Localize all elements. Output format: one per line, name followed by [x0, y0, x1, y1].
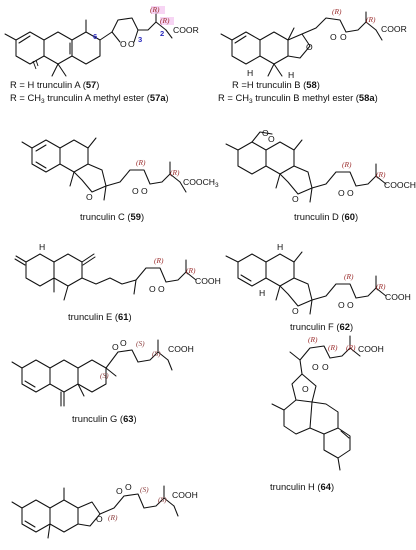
- structure-trunculin-b: [220, 11, 383, 77]
- hydrogen-atom: H: [247, 68, 253, 78]
- stereo-descriptor: (R): [150, 5, 160, 14]
- ester-group-label: COOCH3: [384, 180, 416, 192]
- structure-trunculin-e: [14, 253, 197, 301]
- caption-trunculin-e: trunculin E (61): [68, 311, 132, 322]
- carbon-number-2: 2: [160, 29, 164, 38]
- oxygen-atom: O: [125, 482, 132, 492]
- acid-group-label: COOH: [358, 344, 384, 354]
- hydrogen-atom: H: [39, 242, 45, 252]
- structure-trunculin-a: [4, 6, 174, 77]
- caption-trunculin-d: trunculin D (60): [294, 211, 358, 222]
- oxygen-atom: O: [312, 362, 319, 372]
- oxygen-atom: O: [322, 362, 329, 372]
- stereo-descriptor: (R): [108, 513, 118, 522]
- stereo-descriptor: (R): [154, 256, 164, 265]
- structure-unlabeled-bottom: [11, 485, 179, 539]
- oxygen-atom: O: [120, 338, 127, 348]
- stereo-descriptor: (R): [328, 343, 338, 352]
- oxygen-atom: O: [347, 188, 354, 198]
- oxygen-atom: O: [96, 514, 103, 524]
- caption-trunculin-c: trunculin C (59): [80, 211, 144, 222]
- stereo-descriptor: (S): [158, 495, 167, 504]
- ester-group-label: COOR: [381, 24, 407, 34]
- oxygen-atom: O: [330, 32, 337, 42]
- carbon-number-3: 3: [138, 35, 142, 44]
- stereo-descriptor: (R): [344, 272, 354, 281]
- stereo-descriptor: (R): [332, 7, 342, 16]
- oxygen-atom: O: [149, 284, 156, 294]
- stereo-descriptor: (R): [342, 160, 352, 169]
- oxygen-atom: O: [116, 486, 123, 496]
- acid-group-label: COOH: [172, 490, 198, 500]
- stereo-descriptor: (S): [152, 349, 161, 358]
- structure-trunculin-d: [225, 131, 387, 203]
- oxygen-atom: O: [132, 186, 139, 196]
- structure-trunculin-c: [21, 137, 187, 201]
- stereo-descriptor: (R): [376, 282, 386, 291]
- hydrogen-atom: H: [288, 70, 294, 80]
- oxygen-atom: O: [268, 134, 275, 144]
- caption-trunculin-b-ester: R = CH3 trunculin B methyl ester (58a): [218, 92, 378, 105]
- oxygen-atom: O: [338, 188, 345, 198]
- stereo-descriptor: (R): [376, 170, 386, 179]
- oxygen-atom: O: [86, 192, 93, 202]
- structure-trunculin-f: [225, 251, 387, 315]
- oxygen-atom: O: [302, 384, 309, 394]
- oxygen-atom: O: [120, 39, 127, 49]
- oxygen-atom: O: [141, 186, 148, 196]
- carbon-number-6: 6: [93, 32, 97, 41]
- acid-group-label: COOH: [195, 276, 221, 286]
- hydrogen-atom: H: [259, 288, 265, 298]
- caption-trunculin-b: R =H trunculin B (58): [232, 79, 320, 90]
- oxygen-atom: O: [292, 306, 299, 316]
- caption-trunculin-f: trunculin F (62): [290, 321, 353, 332]
- stereo-descriptor: (S): [136, 339, 145, 348]
- hydrogen-atom: H: [277, 242, 283, 252]
- caption-trunculin-g: trunculin G (63): [72, 413, 137, 424]
- hatched-hydrogen: [32, 59, 39, 70]
- caption-trunculin-a: R = H trunculin A (57): [10, 79, 99, 90]
- structure-trunculin-h: [271, 335, 361, 471]
- caption-trunculin-h: trunculin H (64): [270, 481, 334, 492]
- oxygen-atom: O: [306, 42, 313, 52]
- oxygen-atom: O: [347, 300, 354, 310]
- structure-trunculin-g: [11, 339, 173, 407]
- oxygen-atom: O: [262, 128, 269, 138]
- stereo-descriptor: (R): [346, 343, 356, 352]
- oxygen-atom: O: [340, 32, 347, 42]
- ester-group-label: COOR: [173, 25, 199, 35]
- stereo-descriptor: (R): [308, 335, 318, 344]
- stereo-descriptor: (R): [170, 168, 180, 177]
- oxygen-atom: O: [338, 300, 345, 310]
- oxygen-atom: O: [128, 39, 135, 49]
- stereo-descriptor: (R): [186, 266, 196, 275]
- stereo-descriptor: (R): [366, 15, 376, 24]
- stereo-descriptor: (S): [140, 485, 149, 494]
- caption-trunculin-a-ester: R = CH3 trunculin A methyl ester (57a): [10, 92, 169, 105]
- ester-group-label: COOCH3: [183, 177, 219, 189]
- oxygen-atom: O: [112, 342, 119, 352]
- acid-group-label: COOH: [385, 292, 411, 302]
- oxygen-atom: O: [292, 194, 299, 204]
- acid-group-label: COOH: [168, 344, 194, 354]
- stereo-descriptor: (R): [160, 16, 170, 25]
- stereo-descriptor: (S): [100, 371, 109, 380]
- stereo-descriptor: (R): [136, 158, 146, 167]
- oxygen-atom: O: [158, 284, 165, 294]
